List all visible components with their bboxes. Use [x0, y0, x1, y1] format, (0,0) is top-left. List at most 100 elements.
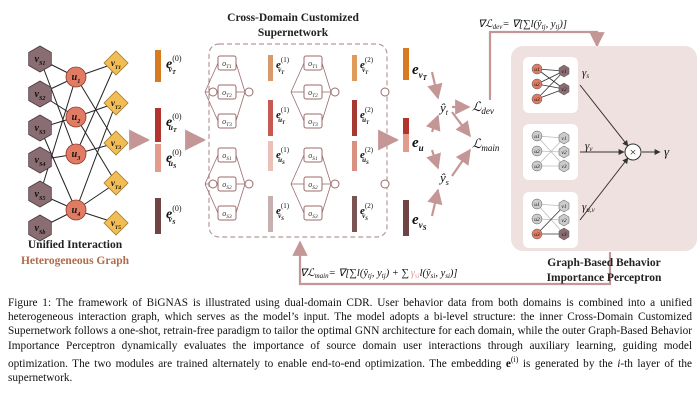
op-edge-1-4 [235, 154, 246, 185]
user-node-label-4: u4 [72, 205, 81, 218]
output-embeddings: evT eu evS [403, 48, 428, 236]
source-node-label-3: vS3 [35, 123, 46, 136]
mini-item-label-2-3: v3 [561, 164, 566, 170]
supernetwork: Cross-Domain Customized Supernetwork oT1… [204, 12, 390, 238]
caption-i: i [617, 357, 621, 370]
mini-item-1-1 [558, 64, 570, 78]
source-node-2 [28, 80, 52, 108]
target-node-1 [103, 50, 129, 76]
supernet-in-node-2 [208, 179, 218, 189]
mini-edge-3-2-0 [536, 205, 565, 235]
mini-edge-3-0-2 [536, 203, 565, 235]
caption-embedding-e: e [505, 357, 511, 370]
output-bar-vS [403, 200, 409, 236]
mini-user-label-3-1: u1 [534, 202, 540, 208]
output-bar-u-bottom [403, 134, 409, 152]
dev-gradient-formula: ∇ℒdev= ∇[∑l(ŷtj, ytj)] [478, 19, 567, 31]
main-gradient-formula: ∇ℒmain= ∇[∑l(ŷtj, ytj) + ∑ γsil(ŷsi, ysi… [300, 268, 458, 280]
op-label-1-3: oT3 [222, 117, 232, 128]
target-node-3 [103, 130, 129, 156]
initial-embeddings: e(0)vT e(0)uT e(0)uS e(0)vS [155, 50, 182, 234]
embedding-bar-vT0 [155, 50, 161, 82]
merge-node-2-2 [330, 179, 340, 189]
embedding-bar-vS1 [268, 196, 273, 232]
label-e-uT0: e(0)uT [166, 112, 182, 134]
prediction-arrows [425, 71, 471, 217]
product-node [624, 143, 642, 161]
target-node-2 [103, 90, 129, 116]
op-in-edge-2-3 [290, 91, 305, 122]
caption-embedding-sup: (i) [510, 354, 519, 364]
perceptron-title-line1: Graph-Based Behavior [547, 257, 660, 269]
source-node-label-6: vSb [35, 223, 46, 236]
output-bar-vT [403, 48, 409, 80]
mini-user-1-1 [531, 63, 543, 75]
product-symbol: × [630, 145, 637, 159]
caption-text: The framework of BiGNAS is illustrated u… [8, 297, 693, 370]
mini-user-label-2-2: u2 [534, 149, 540, 155]
supernet-in-node-1 [208, 87, 218, 97]
op-edge-2-1 [321, 62, 332, 93]
mini-user-1-3 [531, 93, 543, 105]
caption-text-end: -th layer of the supernetwork. [8, 357, 693, 384]
source-node-5 [28, 180, 52, 208]
label-out-e-vT: evT [412, 62, 428, 82]
op-label-2-1: oT1 [308, 59, 318, 70]
op-edge-1-3 [235, 91, 246, 122]
target-node-label-3: vT3 [111, 138, 121, 151]
supernet-title-line1: Cross-Domain Customized [227, 12, 359, 24]
op-in-edge-2-1 [290, 62, 305, 93]
merge-node-2-1 [330, 87, 340, 97]
loss-main: ℒmain [472, 136, 500, 153]
user-node-1 [65, 66, 87, 88]
mini-item-2-3 [558, 159, 570, 173]
target-node-label-4: vT4 [111, 178, 121, 191]
embedding-bar-uT1 [268, 100, 273, 136]
caption-text-mid: is generated by the [518, 357, 618, 370]
figure-caption: Figure 1: The framework of BiGNAS is ill… [8, 296, 692, 385]
graph-subtitle: Heterogeneous Graph [21, 255, 130, 267]
embedding-bar-uS2 [352, 141, 357, 171]
op-in-edge-2-4 [290, 154, 305, 185]
embedding-bar-uT0 [155, 108, 161, 142]
main-gradient-path [292, 240, 612, 286]
user-node-4 [65, 199, 87, 221]
target-node-4 [103, 170, 129, 196]
mini-item-label-2-2: v2 [561, 150, 566, 156]
label-e-uS0: e(0)uS [166, 148, 182, 170]
mini-user-label-1-3: u3 [534, 97, 540, 103]
mini-item-label-3-1: v1 [561, 204, 566, 210]
supernet-out-node-1 [380, 87, 390, 97]
mini-user-label-3-2: u2 [534, 217, 540, 223]
source-node-label-4: vS4 [35, 155, 46, 168]
op-label-1-4: oS1 [222, 151, 232, 162]
op-in-edge-1-3 [204, 91, 219, 122]
mini-item-2-2 [558, 145, 570, 159]
mini-user-2-1 [531, 130, 543, 142]
gamma-v-label: γv [585, 140, 593, 153]
op-in-edge-1-1 [204, 62, 219, 93]
mini-user-label-2-1: u1 [534, 134, 540, 140]
mini-item-3-2 [558, 213, 570, 227]
dev-gradient-path [488, 30, 605, 100]
label-out-e-vS: evS [412, 212, 427, 232]
mini-user-3-3 [531, 228, 543, 240]
op-in-edge-2-6 [290, 183, 305, 214]
embedding-bar-vS0 [155, 198, 161, 234]
graph-title: Unified Interaction [28, 239, 123, 251]
loss-dev: ℒdev [472, 99, 494, 116]
y-hat-t: ŷt [438, 100, 449, 117]
source-node-label-5: vS5 [35, 189, 46, 202]
source-node-4 [28, 146, 52, 174]
user-node-3 [65, 143, 87, 165]
mini-edge-1-2-0 [536, 70, 565, 100]
op-in-edge-1-6 [204, 183, 219, 214]
source-node-3 [28, 114, 52, 142]
source-node-label-1: vS1 [35, 54, 46, 67]
gamma-uv-edge [579, 157, 629, 221]
embedding-bar-uS1 [268, 141, 273, 171]
op-in-edge-1-4 [204, 154, 219, 185]
